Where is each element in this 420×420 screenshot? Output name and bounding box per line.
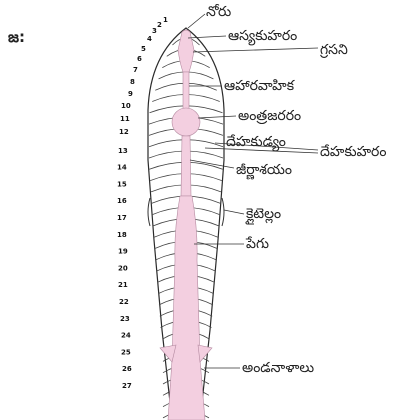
segment-number: 8 (130, 78, 135, 86)
segment-number: 9 (128, 90, 133, 98)
label-septum: దేహకుడ్యం (226, 134, 286, 152)
segment-number: 17 (117, 214, 127, 222)
segment-number: 4 (147, 35, 152, 43)
segment-number: 20 (118, 264, 128, 272)
segment-number: 26 (122, 365, 132, 373)
segment-number: 13 (118, 147, 128, 155)
segment-number: 18 (117, 231, 127, 239)
segment-number: 25 (121, 348, 131, 356)
segment-number: 1 (163, 16, 168, 24)
segment-number: 15 (117, 180, 127, 188)
label-caeca: అండనాళాలు (242, 360, 314, 376)
stomach-tube (181, 136, 191, 196)
label-mouth: నోరు (206, 4, 231, 20)
segment-number: 2 (157, 21, 162, 29)
segment-number: 27 (122, 382, 132, 390)
label-coelom: దేహకుహరం (320, 144, 386, 160)
leader-mouth (188, 14, 205, 28)
segment-number: 12 (119, 128, 129, 136)
oesophagus-tube (183, 72, 189, 110)
segment-number: 21 (118, 281, 128, 289)
label-pharynx: గ్రసని (319, 42, 348, 58)
segment-number: 23 (120, 315, 130, 323)
segment-number: 19 (118, 248, 128, 256)
label-stomach: జీర్ణాశయం (236, 162, 292, 180)
leader-pharynx (193, 48, 318, 52)
label-buccal-cavity: ఆస్యకుహరం (228, 28, 297, 46)
segment-number: 24 (121, 332, 131, 340)
label-oesophagus: ఆహారవాహిక (224, 78, 295, 94)
segment-number: 7 (133, 66, 138, 74)
segment-number: 3 (152, 27, 157, 35)
segment-number: 6 (137, 55, 142, 63)
segment-number: 10 (121, 102, 131, 110)
gizzard-bulb (172, 108, 200, 136)
label-gizzard: అంత్రజరరం (238, 108, 301, 125)
segment-number: 11 (120, 115, 130, 123)
leader-clitellum (224, 210, 244, 214)
segment-number: 5 (141, 45, 146, 53)
segment-number: 14 (117, 164, 127, 172)
segment-number: 22 (119, 298, 129, 306)
segment-number: 16 (117, 197, 127, 205)
label-clitellum: క్లైటెల్లం (245, 206, 281, 225)
question-label: జ: (8, 28, 25, 46)
label-intestine: పేగు (245, 236, 269, 252)
